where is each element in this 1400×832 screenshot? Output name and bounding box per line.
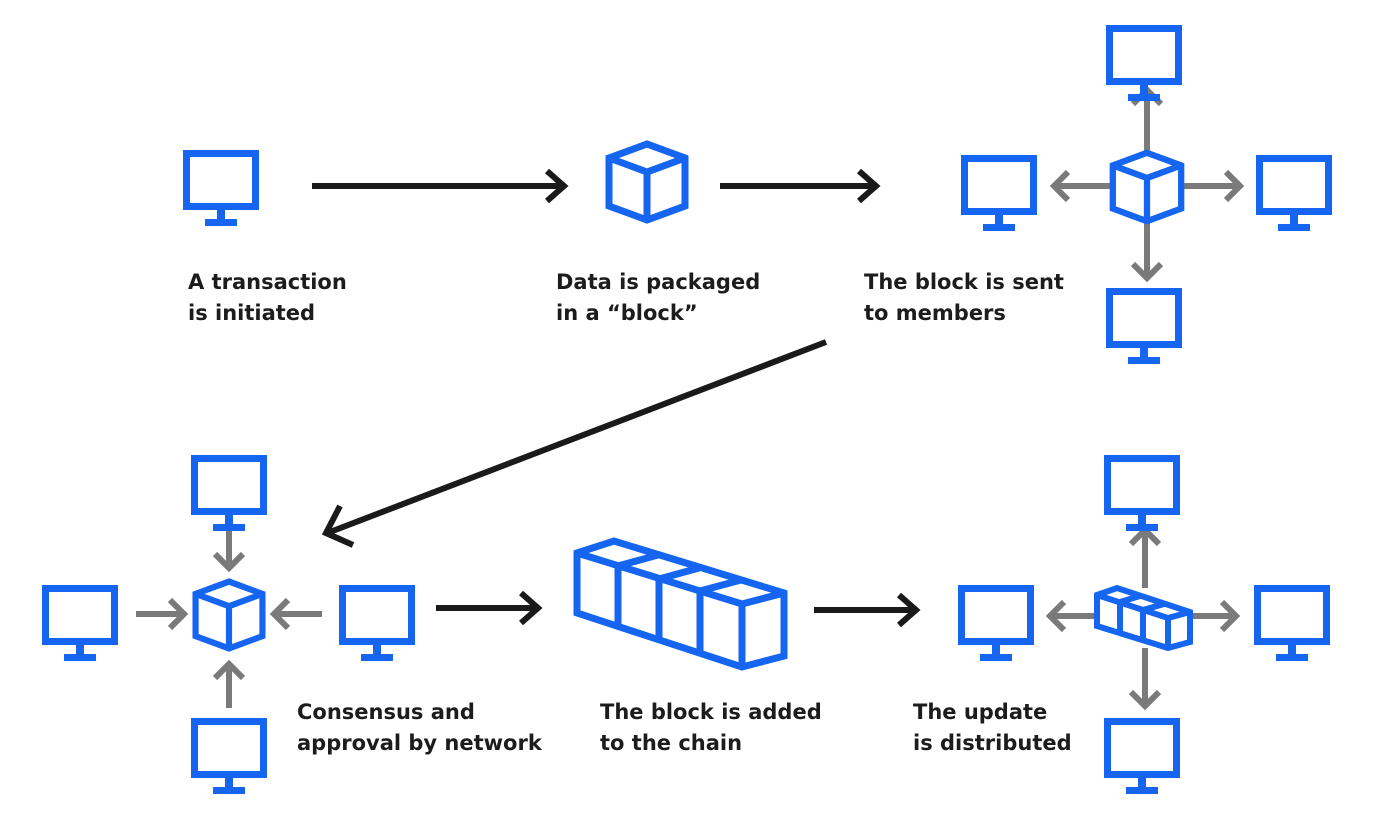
step-label-transaction: A transaction is initiated (188, 267, 347, 329)
step-label-line: A transaction (188, 270, 347, 294)
step-label-line: is distributed (913, 731, 1072, 755)
computer-icon (1108, 459, 1177, 532)
chain-icon (1094, 584, 1193, 652)
network-arrows (136, 522, 322, 708)
step-label-update: The update is distributed (913, 697, 1072, 759)
step-label-line: to the chain (600, 731, 743, 755)
step-consensus (46, 459, 412, 795)
step-label-line: in a “block” (556, 301, 698, 325)
flow-arrow-2 (720, 168, 881, 204)
computer-icon (187, 154, 256, 227)
block-icon (1113, 153, 1181, 221)
step-label-line: The block is sent (864, 270, 1064, 294)
step-label-package: Data is packaged in a “block” (556, 267, 760, 329)
step-label-line: Consensus and (297, 700, 475, 724)
computer-icon (962, 589, 1031, 662)
step-label-line: is initiated (188, 301, 316, 325)
computer-icon (1258, 589, 1327, 662)
flow-arrow-4 (436, 590, 543, 626)
computer-icon (343, 589, 412, 662)
step-package (609, 144, 685, 220)
flow-arrow-5 (814, 592, 921, 628)
step-label-line: to members (864, 301, 1006, 325)
step-label-added: The block is added to the chain (600, 697, 822, 759)
chain-icon (573, 537, 788, 671)
step-label-sent: The block is sent to members (864, 267, 1064, 329)
step-label-line: The block is added (600, 700, 822, 724)
flow-arrow-1 (312, 168, 569, 204)
step-label-line: The update (913, 700, 1048, 724)
step-label-line: approval by network (297, 731, 542, 755)
computer-icon (1110, 292, 1179, 365)
step-update (962, 459, 1327, 795)
block-icon (196, 582, 263, 649)
computer-icon (1108, 722, 1177, 795)
computer-icon (1110, 29, 1179, 102)
computer-icon (46, 589, 115, 662)
computer-icon (1260, 159, 1329, 232)
computer-icon (195, 459, 264, 532)
block-icon (609, 144, 685, 220)
computer-icon (195, 722, 264, 795)
step-label-line: Data is packaged (556, 270, 761, 294)
computer-icon (965, 159, 1034, 232)
step-sent (965, 29, 1329, 365)
flow-arrow-3 (321, 339, 828, 548)
step-transaction (187, 154, 256, 227)
step-label-consensus: Consensus and approval by network (297, 697, 542, 759)
